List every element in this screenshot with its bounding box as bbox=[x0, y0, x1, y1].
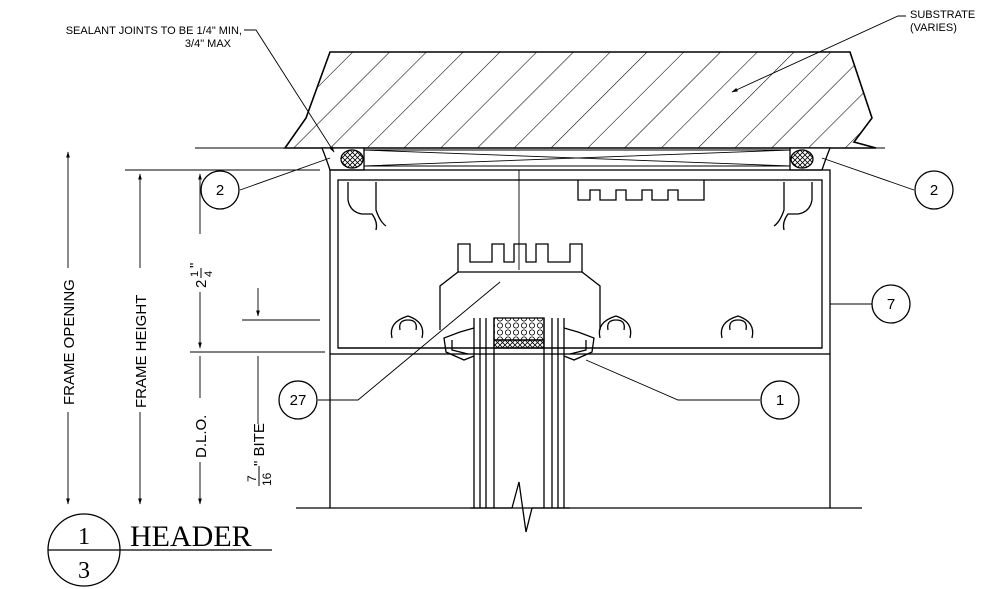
svg-text:7: 7 bbox=[245, 475, 259, 482]
backer-rod-left bbox=[340, 149, 364, 169]
perimeter-gap-lines bbox=[363, 149, 791, 167]
glass-seal bbox=[493, 339, 545, 349]
frame-height-label: FRAME HEIGHT bbox=[133, 295, 150, 408]
sheet-number: 3 bbox=[78, 558, 90, 584]
substrate bbox=[283, 51, 877, 149]
substrate-note-line1: SUBSTRATE bbox=[910, 9, 975, 21]
detail-name: HEADER bbox=[130, 520, 252, 553]
frame-opening-label: FRAME OPENING bbox=[61, 279, 78, 405]
gasket-left bbox=[443, 327, 475, 361]
svg-text:2: 2 bbox=[216, 182, 224, 199]
insulated-glass-unit bbox=[470, 317, 570, 533]
sealant-note-line2: 3/4" MAX bbox=[185, 38, 232, 50]
substrate-note-line2: (VARIES) bbox=[910, 22, 957, 34]
dim-dlo: D.L.O. bbox=[193, 356, 210, 505]
dlo-label: D.L.O. bbox=[193, 415, 210, 458]
sealant-joint-right bbox=[789, 147, 831, 171]
dim-frame-opening: FRAME OPENING bbox=[61, 151, 78, 505]
header-depth-label: 2 1 4 " bbox=[187, 263, 215, 288]
detail-title: 1 3 HEADER bbox=[47, 513, 272, 587]
svg-text:1: 1 bbox=[189, 271, 201, 277]
callout-glazing-gasket: 1 bbox=[585, 359, 800, 420]
backer-rod-right bbox=[790, 149, 814, 169]
dim-bite: 7 16 " BITE bbox=[245, 356, 274, 486]
callout-sealant-left: 2 bbox=[200, 157, 331, 210]
callout-frame-member: 7 bbox=[830, 284, 911, 324]
svg-text:" BITE: " BITE bbox=[251, 423, 268, 466]
substrate-note: SUBSTRATE (VARIES) bbox=[731, 9, 975, 93]
substrate-hatch bbox=[283, 51, 877, 149]
gasket-right bbox=[563, 327, 595, 361]
svg-text:16: 16 bbox=[260, 472, 274, 486]
callout-sealant-right: 2 bbox=[821, 157, 954, 210]
svg-text:1: 1 bbox=[776, 392, 784, 409]
svg-text:": " bbox=[187, 263, 204, 268]
glass-spacer bbox=[493, 317, 545, 341]
dim-header-depth: 2 1 4 " bbox=[187, 173, 215, 349]
svg-text:27: 27 bbox=[290, 392, 307, 409]
svg-text:2: 2 bbox=[930, 182, 938, 199]
svg-text:7: 7 bbox=[887, 296, 895, 313]
header-frame-extrusion bbox=[329, 169, 831, 355]
svg-text:4: 4 bbox=[203, 271, 215, 277]
bite-label: 7 16 " BITE bbox=[245, 423, 274, 486]
callout-setting-block: 27 bbox=[278, 281, 501, 420]
detail-number: 1 bbox=[78, 524, 90, 550]
svg-text:2: 2 bbox=[193, 280, 210, 288]
sealant-note-line1: SEALANT JOINTS TO BE 1/4" MIN, bbox=[66, 25, 242, 37]
sealant-note: SEALANT JOINTS TO BE 1/4" MIN, 3/4" MAX bbox=[66, 25, 335, 153]
dim-frame-height: FRAME HEIGHT bbox=[133, 173, 150, 505]
